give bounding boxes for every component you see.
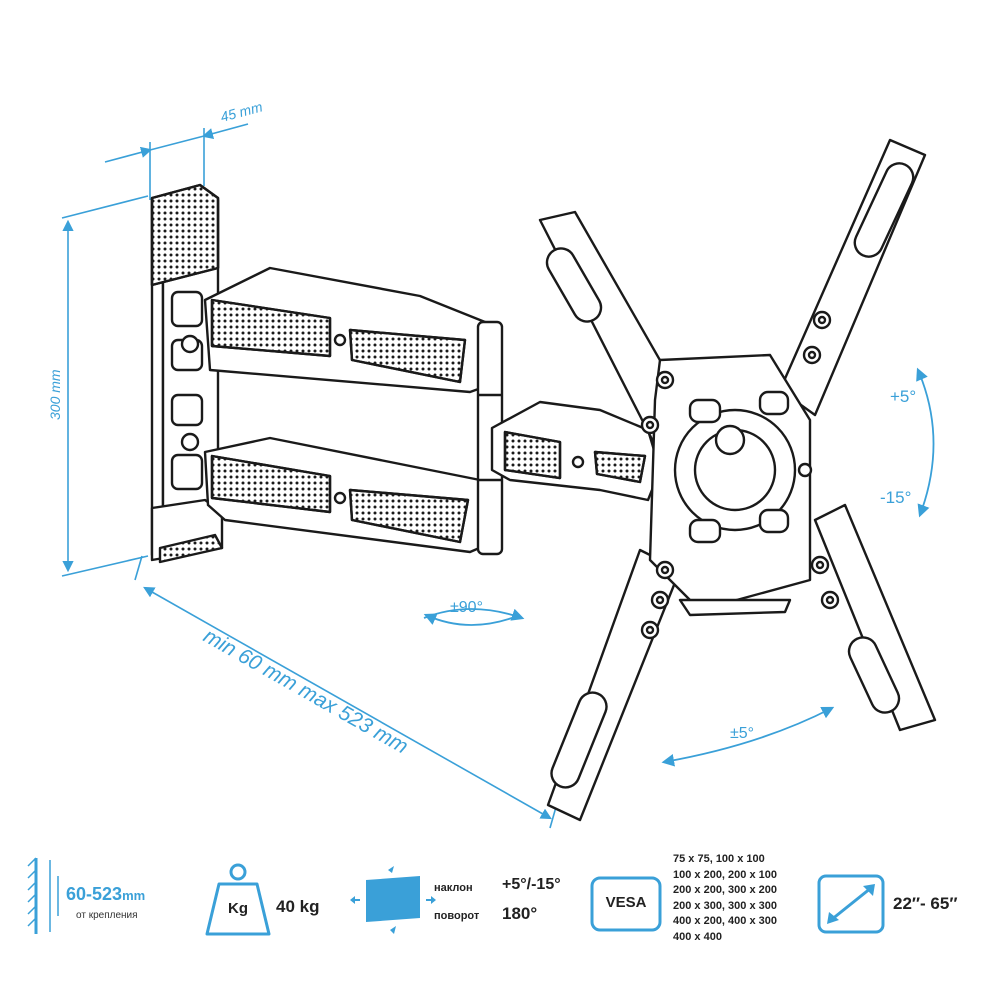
distance-unit: mm [122, 888, 146, 903]
tilt-label: наклон [434, 882, 473, 894]
vesa-size-list: 75 x 75, 100 x 100 100 x 200, 200 x 100 … [673, 852, 777, 945]
rotation-arrows [423, 367, 935, 767]
forearm [490, 400, 662, 502]
diagonal-icon [817, 874, 885, 934]
swivel-label: поворот [434, 910, 480, 922]
swivel-value: 180° [502, 904, 538, 923]
extension-dimension-label: min 60 mm max 523 mm [200, 624, 412, 758]
tilt-up-label: +5° [890, 387, 916, 406]
screen-size-range: 22″- 65″ [893, 894, 958, 913]
vesa-icon [590, 876, 662, 932]
vesa-size-item: 400 x 400 [673, 930, 722, 943]
tilt-down-label: -15° [880, 488, 911, 507]
swivel-label: ±90° [450, 599, 483, 616]
distance-value: 60-523 [66, 884, 123, 904]
level-label: ±5° [730, 725, 754, 742]
upper-arm [180, 266, 504, 556]
vesa-size-item: 200 x 300, 300 x 300 [673, 899, 777, 912]
weight-value: 40 kg [276, 897, 320, 916]
vesa-badge: VESA [605, 894, 647, 911]
vesa-bracket [538, 138, 937, 822]
vesa-size-item: 75 x 75, 100 x 100 [673, 853, 765, 865]
spec-bar: 60-523mm от крепления Kg 40 kg наклон +5… [0, 840, 1000, 1000]
tilt-value: +5°/-15° [502, 876, 561, 893]
depth-dimension-label: 45 mm [219, 98, 265, 125]
wall-mount-diagram: 45 mm 300 mm min 60 mm max 523 mm [47, 98, 937, 829]
height-dimension-label: 300 mm [47, 369, 63, 420]
tilt-swivel-icon [350, 866, 436, 934]
weight-badge: Kg [228, 900, 248, 917]
wall-plate [150, 183, 224, 564]
vesa-size-item: 200 x 200, 300 x 200 [673, 884, 777, 896]
distance-caption: от крепления [76, 910, 138, 921]
vesa-size-item: 100 x 200, 200 x 100 [673, 868, 777, 881]
dimension-lines [61, 123, 559, 829]
wall-distance-icon [27, 857, 59, 934]
weight-icon [205, 863, 271, 936]
vesa-size-item: 400 x 200, 400 x 300 [673, 915, 777, 927]
